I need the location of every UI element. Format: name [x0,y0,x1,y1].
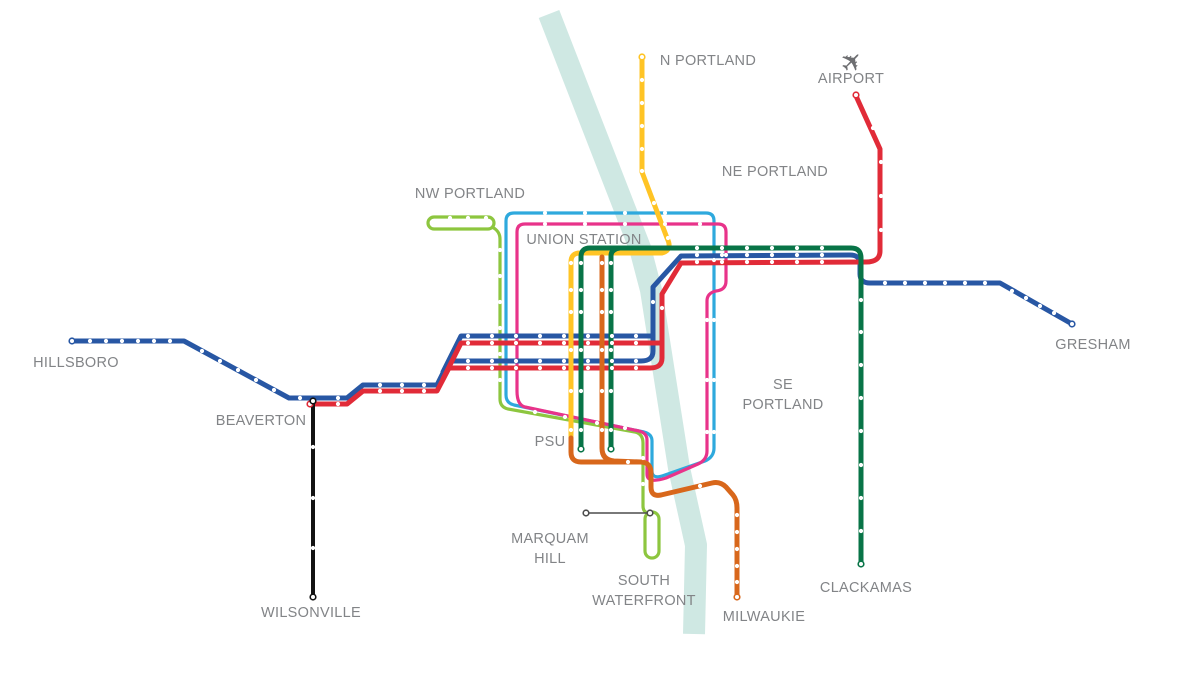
label-marquam-hill: MARQUAM HILL [511,531,589,567]
label-wilsonville: WILSONVILLE [261,605,361,621]
label-gresham: GRESHAM [1055,337,1131,353]
label-milwaukie: MILWAUKIE [722,609,806,625]
max-orange-line [568,254,740,600]
label-clackamas: CLACKAMAS [819,580,913,596]
label-ne-portland: NE PORTLAND [721,164,829,180]
label-union-station: UNION STATION [526,232,642,248]
label-nw-portland: NW PORTLAND [414,186,526,202]
label-south-waterfront: SOUTH WATERFRONT [592,573,696,609]
label-psu: PSU [534,434,566,450]
max-yellow-line [568,53,672,441]
label-n-portland: N PORTLAND [659,53,757,69]
max-red-line [307,93,883,407]
label-beaverton: BEAVERTON [215,413,307,429]
streetcar-ns-line [426,215,661,560]
label-airport: AIRPORT [817,71,885,87]
willamette-river [538,10,707,635]
label-se-portland: SE PORTLAND [742,377,824,413]
terminal-dots [68,53,1076,601]
label-hillsboro: HILLSBORO [33,355,119,371]
streetcar-b-loop-line [515,222,728,482]
station-dots [87,77,1057,585]
